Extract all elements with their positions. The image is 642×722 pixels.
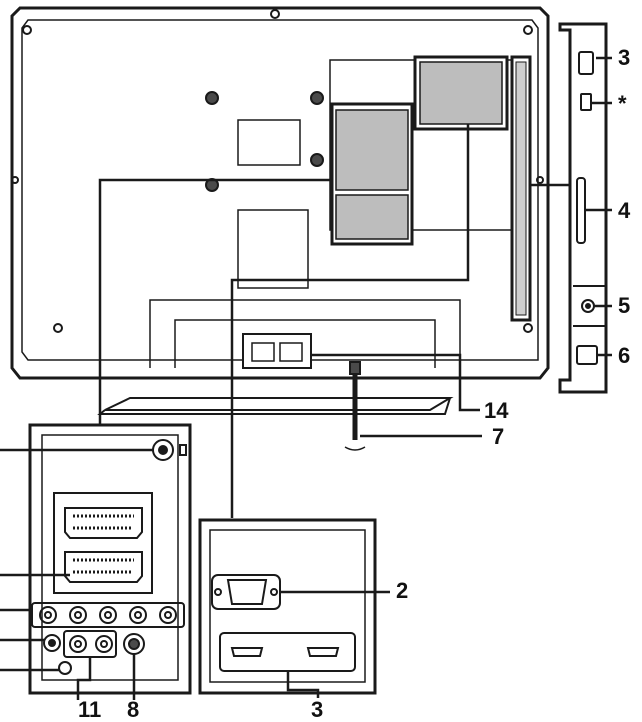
label-ci-slot: 6 xyxy=(618,343,631,368)
audio-jack xyxy=(43,634,61,652)
label-vga: 2 xyxy=(396,578,409,603)
rca-jack xyxy=(39,606,57,624)
stand-screw xyxy=(251,342,275,362)
rca-jack xyxy=(129,606,147,624)
label-usb: * xyxy=(618,91,627,116)
label-stand-screws: 14 xyxy=(484,398,509,423)
rear-recess xyxy=(237,119,301,166)
rear-recess xyxy=(237,209,309,289)
label-hdmi-rear: 3 xyxy=(311,697,324,722)
scart-connector xyxy=(64,507,143,539)
wall-mount-hole xyxy=(310,91,324,105)
label-power-cord: 7 xyxy=(492,424,505,449)
wall-mount-hole xyxy=(205,91,219,105)
screw-hole xyxy=(536,176,544,184)
usb-port xyxy=(580,93,592,111)
side-panel-detail xyxy=(558,22,608,394)
scart-housing xyxy=(53,492,153,594)
screw-hole xyxy=(523,25,533,35)
label-svideo: 8 xyxy=(127,697,140,722)
side-panel-strip-inner xyxy=(515,61,527,316)
rca-jack xyxy=(99,606,117,624)
rear-right-panel-detail xyxy=(198,518,377,695)
screw-hole xyxy=(53,323,63,333)
rear-connector-inner xyxy=(335,194,409,240)
tv-stand xyxy=(97,333,454,415)
rca-jack xyxy=(69,606,87,624)
screw-hole xyxy=(523,323,533,333)
label-card-slot: 4 xyxy=(618,198,631,223)
hdmi-port xyxy=(306,647,340,657)
vga-port xyxy=(226,579,268,605)
component-rca-bar xyxy=(31,602,185,628)
rear-connector-inner xyxy=(335,109,409,191)
label-hdmi-side: 3 xyxy=(618,45,631,70)
label-headphone: 5 xyxy=(618,293,631,318)
rca-jack xyxy=(69,635,87,653)
rca-jack xyxy=(159,606,177,624)
label-composite: 11 xyxy=(78,697,102,722)
screw-hole xyxy=(11,176,19,184)
stand-screw-block xyxy=(242,333,312,369)
hdmi-side-port xyxy=(578,51,594,75)
hdmi-port xyxy=(230,647,264,657)
stand-screw xyxy=(279,342,303,362)
tv-back-panel xyxy=(10,6,550,380)
power-cord xyxy=(344,361,366,451)
screw-hole xyxy=(22,25,32,35)
rca-jack xyxy=(95,635,113,653)
hdmi-connector-inner xyxy=(419,61,503,125)
screw-hole xyxy=(270,9,280,19)
headphone-jack-rear xyxy=(58,661,72,675)
rear-left-panel-detail xyxy=(28,423,192,695)
wall-mount-hole xyxy=(310,153,324,167)
leader-lines xyxy=(0,56,612,700)
